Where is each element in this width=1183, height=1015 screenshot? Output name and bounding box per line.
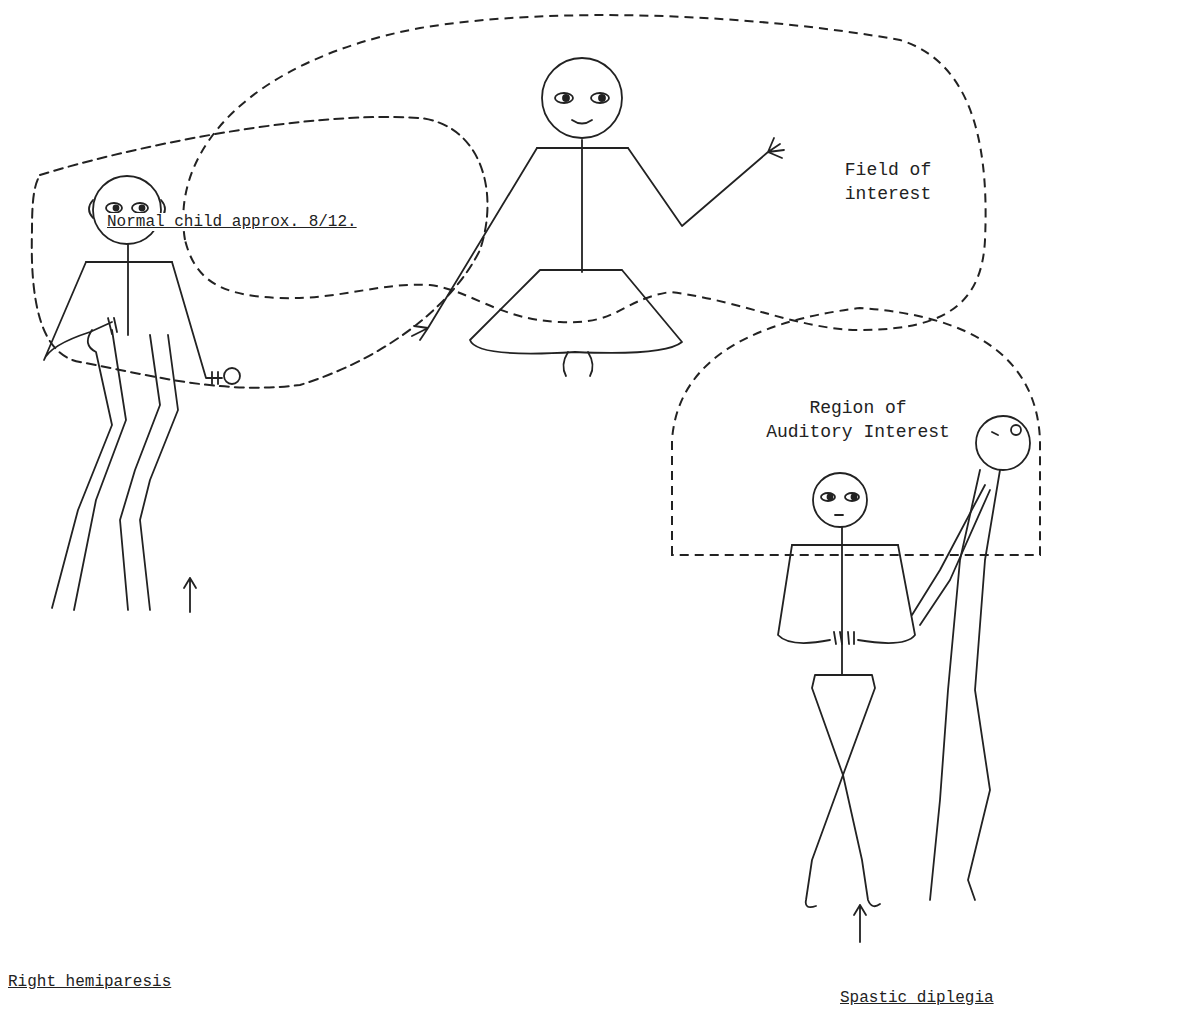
region-label: Region of Auditory Interest [766,398,950,442]
eye [555,93,573,103]
pupil [140,206,145,211]
mouth [835,514,843,516]
diplegia-figure [778,473,915,942]
face [992,432,998,435]
arm [44,262,117,360]
diplegia-side-figure [912,416,1030,900]
text-holder: Region of Auditory Interest [763,396,953,445]
pupil [828,495,833,500]
arm [172,262,222,384]
head [93,176,161,244]
eye [1011,425,1021,435]
dashed-outline [183,15,985,330]
arms [778,545,915,644]
arm [412,148,537,340]
eye [591,93,609,103]
pointer-arrow [854,905,866,942]
feet [563,352,592,376]
eye [106,203,122,213]
figure-caption-text: Spastic diplegia [838,989,996,1007]
normal-child-figure [412,58,784,376]
leg [120,335,178,610]
head [813,473,867,527]
body [792,527,898,675]
body [86,244,172,335]
figure-caption: Normal child approx. 8/12. [105,212,359,233]
rattle [224,368,240,384]
dashed-outline [672,308,1040,555]
figure-caption: Right hemiparesis [6,972,173,993]
field-outline [32,117,488,388]
pupil [852,495,857,500]
figure-caption-text: Right hemiparesis [6,973,173,991]
field-of-interest-region: Field of interest [170,8,1000,343]
legs [470,270,682,354]
text-holder: Field of interest [828,158,948,207]
leg [52,330,126,610]
region-label: Field of interest [845,160,931,204]
auditory-interest-region: Region of Auditory Interest [665,300,1050,565]
head [542,58,622,138]
mouth [572,120,592,124]
pupil [599,95,605,101]
body [537,140,628,272]
figure-caption-text: Normal child approx. 8/12. [105,213,359,231]
pointer-arrow [184,578,196,612]
eye [821,493,835,501]
pupil [114,206,119,211]
legs [806,675,880,907]
hemiparesis-figure [32,117,488,612]
figure-caption: Spastic diplegia [838,988,996,1009]
body [930,470,1000,900]
eye [845,493,859,501]
eye [132,203,148,213]
arm [628,138,784,226]
pupil [563,95,569,101]
head [976,416,1030,470]
